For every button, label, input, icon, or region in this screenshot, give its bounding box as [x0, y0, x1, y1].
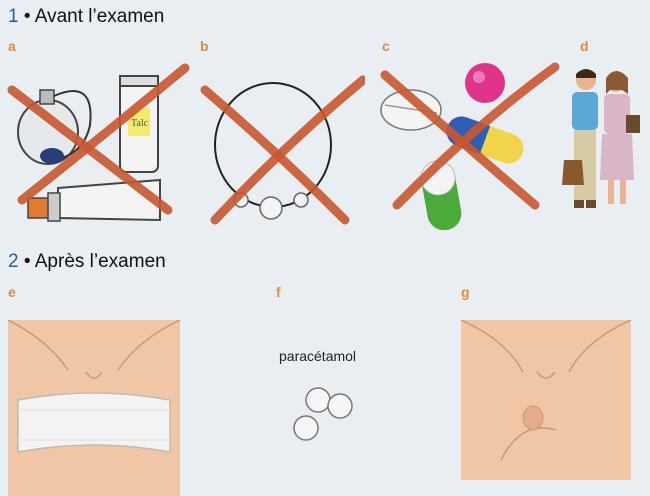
- letter-f: f: [276, 284, 281, 300]
- section-bullet: •: [23, 6, 35, 27]
- letter-c: c: [382, 38, 390, 54]
- necklace-icon: [200, 75, 365, 225]
- letter-g: g: [461, 284, 470, 300]
- section-number: 1: [8, 6, 19, 27]
- tablets-icon: [293, 387, 353, 441]
- svg-text:Talc: Talc: [131, 118, 149, 129]
- section-title-before: 1 • Avant l’examen: [8, 6, 164, 28]
- perfume-deodorant-cream-icon: Talc: [7, 63, 190, 222]
- letter-d: d: [580, 38, 589, 54]
- section-number: 2: [8, 251, 19, 272]
- section-bullet: •: [23, 251, 35, 272]
- section-title-after: 2 • Après l’examen: [8, 251, 166, 273]
- chest-bandage-icon: [8, 320, 180, 496]
- breast-chest-icon: [461, 320, 631, 480]
- pills-icon: [380, 62, 560, 230]
- letter-a: a: [8, 38, 16, 54]
- couple-people-icon: [562, 69, 640, 208]
- paracetamol-label: paracétamol: [279, 348, 357, 364]
- section-label: Avant l’examen: [34, 6, 165, 27]
- letter-b: b: [200, 38, 209, 54]
- section-label: Après l’examen: [34, 251, 166, 272]
- letter-e: e: [8, 284, 16, 300]
